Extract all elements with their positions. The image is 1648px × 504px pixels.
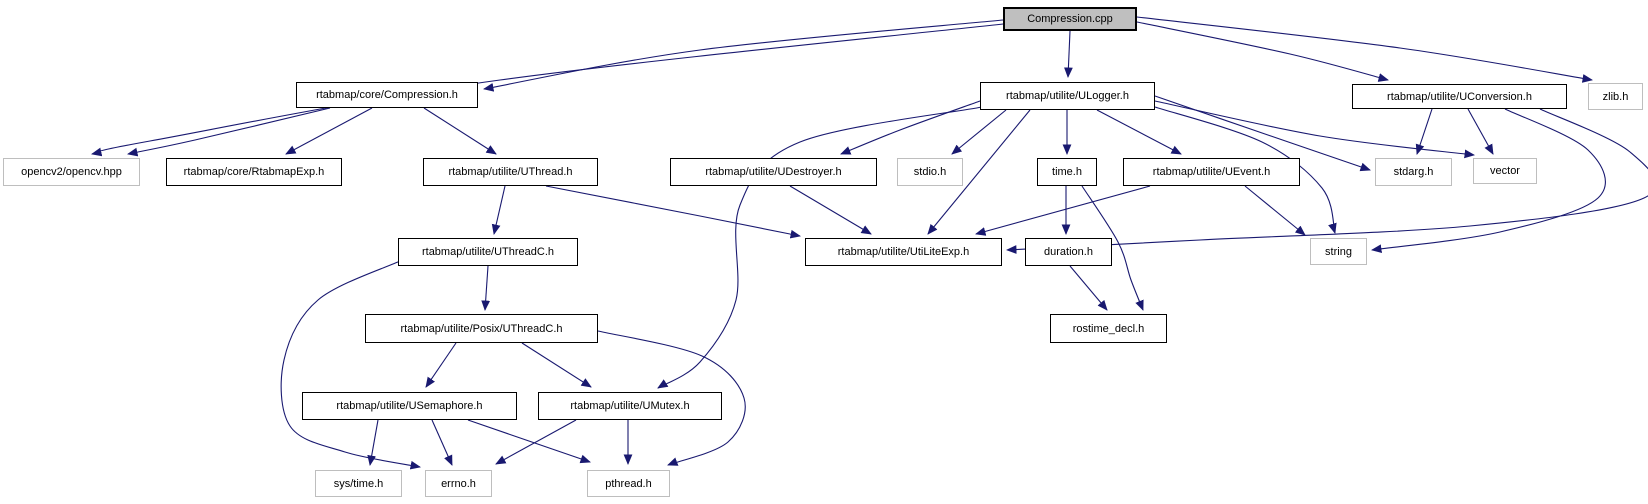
edge-uthreadc-h-to-posix-uthreadc-h	[481, 265, 491, 311]
edge-time-h-to-rostime-decl-h	[1081, 185, 1144, 311]
edge-duration-h-to-rostime-decl-h	[1069, 265, 1108, 311]
edge-uevent-h-to-string	[1244, 185, 1306, 236]
edge-udestroyer-h-to-utiliteexp-h	[789, 185, 872, 235]
node-opencv-hpp: opencv2/opencv.hpp	[3, 158, 140, 186]
edge-posix-uthreadc-h-to-usemaphore-h	[425, 342, 457, 388]
edge-uevent-h-to-utiliteexp-h	[975, 185, 1151, 236]
edge-uthread-h-to-uthreadc-h	[491, 185, 506, 235]
edge-compression-cpp-to-uconversion-h	[1136, 21, 1389, 82]
node-sys-time-h: sys/time.h	[315, 470, 402, 497]
edge-usemaphore-h-to-sys-time-h	[367, 419, 379, 466]
node-rostime-decl-h[interactable]: rostime_decl.h	[1050, 314, 1167, 343]
edge-uconversion-h-to-vector	[1467, 108, 1494, 155]
edge-ulogger-h-to-udestroyer-h	[840, 100, 981, 155]
edge-posix-uthreadc-h-to-pthread-h	[597, 330, 746, 466]
node-zlib-h: zlib.h	[1588, 83, 1643, 110]
node-usemaphore-h[interactable]: rtabmap/utilite/USemaphore.h	[302, 392, 517, 420]
edge-ulogger-h-to-umutex-h	[657, 106, 983, 389]
edge-ulogger-h-to-uevent-h	[1096, 109, 1182, 155]
node-stdarg-h: stdarg.h	[1375, 158, 1452, 186]
edge-uconversion-h-to-string	[1371, 108, 1606, 254]
edge-ulogger-h-to-string	[1154, 106, 1337, 234]
edge-compression-cpp-to-compression-h	[483, 19, 1004, 92]
edge-uthreadc-h-to-errno-h	[280, 260, 421, 470]
edge-posix-uthreadc-h-to-umutex-h	[521, 342, 592, 388]
node-umutex-h[interactable]: rtabmap/utilite/UMutex.h	[538, 392, 722, 420]
node-uthreadc-h[interactable]: rtabmap/utilite/UThreadC.h	[398, 238, 578, 266]
edge-compression-h-to-opencv-hpp	[127, 107, 331, 157]
node-ulogger-h[interactable]: rtabmap/utilite/ULogger.h	[980, 82, 1155, 110]
node-duration-h[interactable]: duration.h	[1025, 238, 1112, 266]
edge-compression-cpp-to-zlib-h	[1136, 16, 1593, 83]
node-uthread-h[interactable]: rtabmap/utilite/UThread.h	[423, 158, 598, 186]
edge-ulogger-h-to-stdarg-h	[1154, 95, 1371, 172]
edge-usemaphore-h-to-pthread-h	[467, 419, 591, 464]
edge-ulogger-h-to-stdio-h	[951, 109, 1007, 155]
node-udestroyer-h[interactable]: rtabmap/utilite/UDestroyer.h	[670, 158, 877, 186]
node-uevent-h[interactable]: rtabmap/utilite/UEvent.h	[1123, 158, 1300, 186]
node-posix-uthreadc-h[interactable]: rtabmap/utilite/Posix/UThreadC.h	[365, 314, 598, 343]
edge-compression-h-to-rtabmapexp-h	[285, 107, 373, 155]
node-rtabmapexp-h[interactable]: rtabmap/core/RtabmapExp.h	[166, 158, 342, 186]
edge-usemaphore-h-to-errno-h	[431, 419, 453, 466]
node-time-h[interactable]: time.h	[1037, 158, 1097, 186]
node-stdio-h: stdio.h	[897, 158, 963, 186]
node-utiliteexp-h[interactable]: rtabmap/utilite/UtiLiteExp.h	[805, 238, 1002, 266]
edge-compression-cpp-to-ulogger-h	[1064, 30, 1073, 78]
edge-compression-h-to-uthread-h	[423, 107, 497, 155]
edge-uthread-h-to-utiliteexp-h	[545, 185, 801, 239]
edge-uconversion-h-to-utiliteexp-h	[1006, 108, 1648, 254]
node-pthread-h: pthread.h	[587, 470, 670, 497]
edge-uconversion-h-to-stdarg-h	[1415, 108, 1433, 155]
edge-ulogger-h-to-utiliteexp-h	[927, 109, 1031, 235]
edge-ulogger-h-to-vector	[1154, 100, 1475, 159]
node-errno-h: errno.h	[425, 470, 492, 497]
node-compression-cpp: Compression.cpp	[1003, 7, 1137, 31]
edge-umutex-h-to-errno-h	[495, 419, 577, 465]
node-vector: vector	[1473, 158, 1537, 184]
node-compression-h[interactable]: rtabmap/core/Compression.h	[296, 82, 478, 108]
node-uconversion-h[interactable]: rtabmap/utilite/UConversion.h	[1352, 84, 1567, 109]
edge-compression-cpp-to-opencv-hpp	[91, 23, 1004, 157]
node-string: string	[1310, 238, 1367, 265]
